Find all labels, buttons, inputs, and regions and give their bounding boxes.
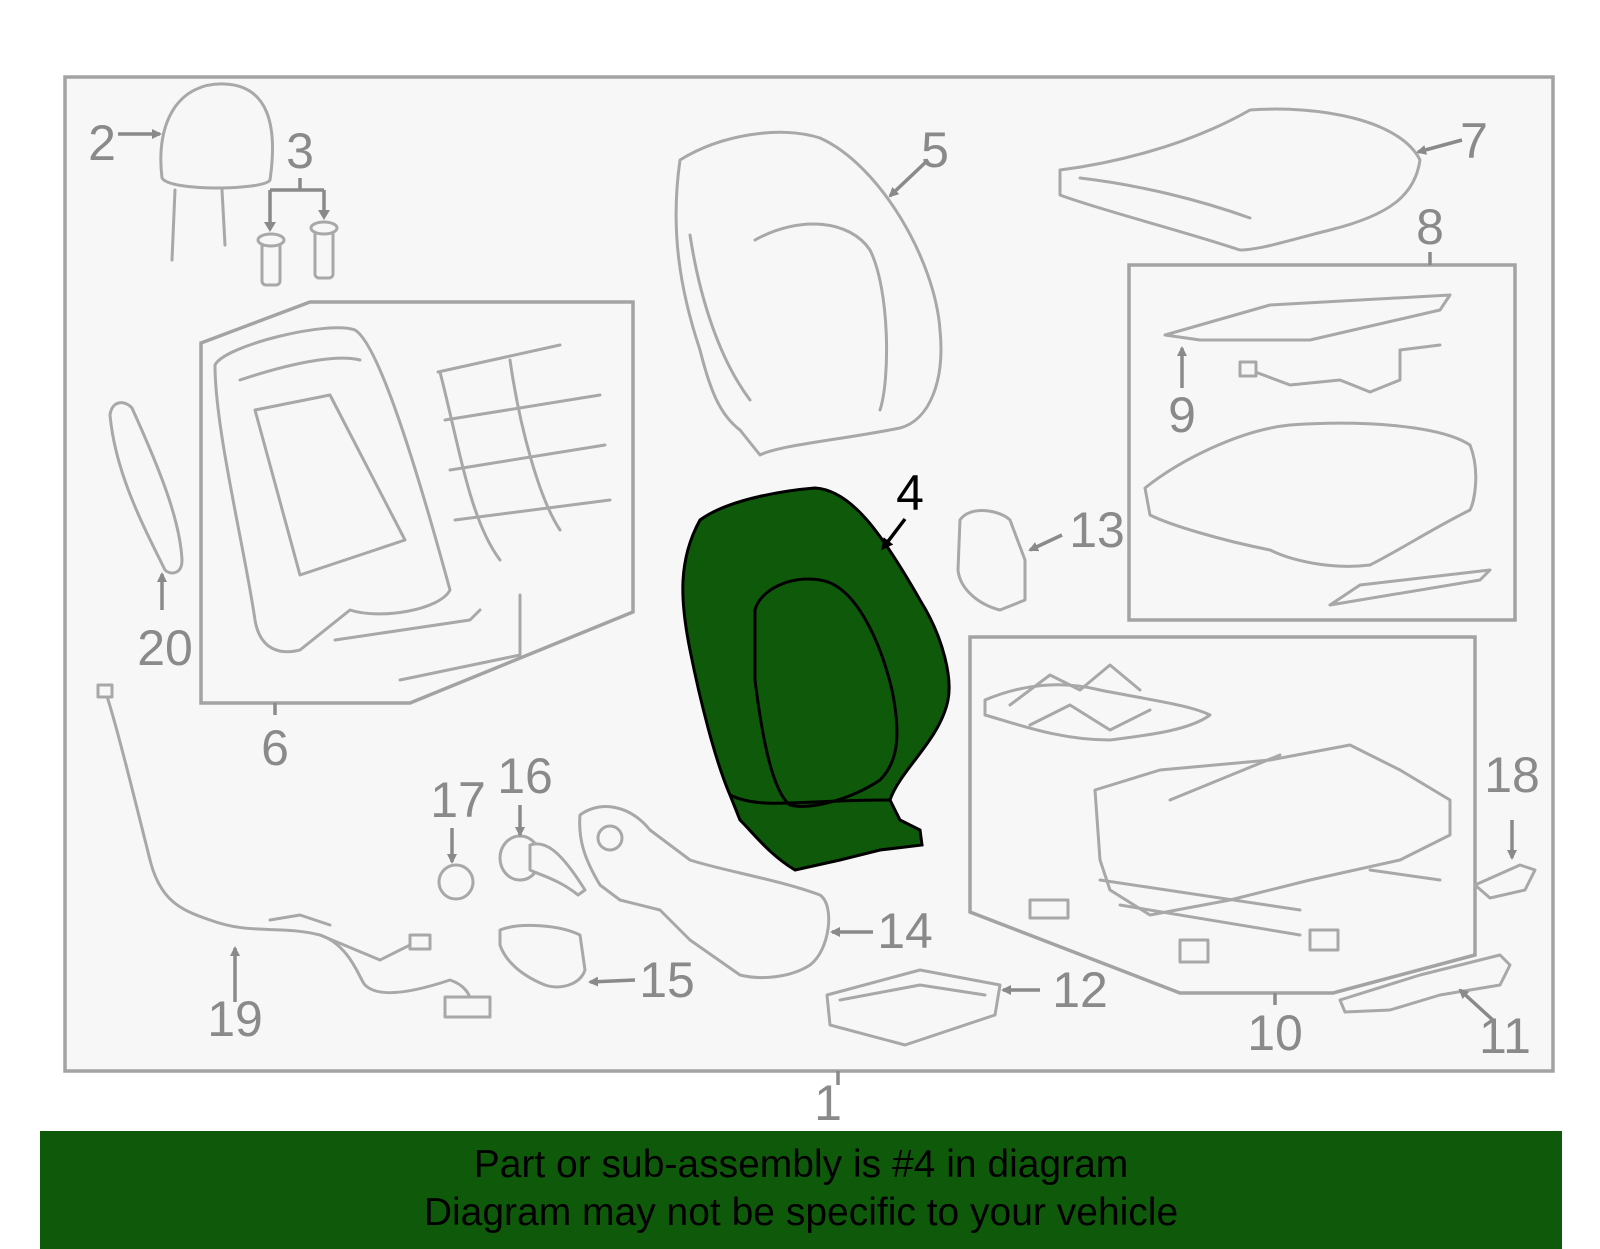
bracket-part-11 <box>1338 953 1512 1014</box>
callout-16: 16 <box>497 748 553 804</box>
callout-3: 3 <box>286 123 314 179</box>
leader-13 <box>1028 533 1063 552</box>
callout-7: 7 <box>1460 113 1488 169</box>
leader-3-arrows <box>264 210 330 232</box>
callout-12: 12 <box>1052 962 1108 1018</box>
callout-5: 5 <box>921 122 949 178</box>
group-box-10 <box>968 635 1477 995</box>
seat-back-cover-part-5 <box>674 130 943 457</box>
bracket-part-13 <box>956 509 1027 612</box>
side-panel-part-20 <box>108 401 184 575</box>
callout-18: 18 <box>1484 747 1540 803</box>
leader-4 <box>881 517 907 551</box>
tray-part-12 <box>825 968 1002 1047</box>
seat-cushion-cover-part-7 <box>1058 107 1422 252</box>
banner-line-2: Diagram may not be specific to your vehi… <box>423 1191 1179 1234</box>
seat-cushion-pad-part-8 <box>1143 421 1492 607</box>
callout-14: 14 <box>877 903 933 959</box>
seat-back-frame-part-6 <box>213 326 612 682</box>
seat-adjuster-part-10 <box>983 663 1452 964</box>
leader-7 <box>1416 138 1463 155</box>
leader-3 <box>268 178 326 225</box>
banner-line-1: Part or sub-assembly is #4 in diagram <box>473 1143 1129 1186</box>
callout-11: 11 <box>1479 1008 1531 1064</box>
callout-19: 19 <box>207 991 263 1047</box>
callout-13: 13 <box>1069 502 1125 558</box>
notice-banner: Part or sub-assembly is #4 in diagram Di… <box>40 1131 1562 1249</box>
wiring-harness-part-19 <box>96 683 492 1019</box>
callout-9: 9 <box>1168 387 1196 443</box>
callout-2: 2 <box>88 115 116 171</box>
callout-17: 17 <box>430 772 486 828</box>
callout-1: 1 <box>814 1075 842 1131</box>
callout-6: 6 <box>261 720 289 776</box>
leader-15 <box>588 976 636 987</box>
group-box-8 <box>1127 263 1517 622</box>
sensor-part-9 <box>1163 293 1452 394</box>
leader-5 <box>888 158 930 198</box>
head-restraint-guide-part-3 <box>256 220 339 287</box>
trim-cover-part-15 <box>498 923 587 989</box>
callout-15: 15 <box>639 952 695 1008</box>
callout-4: 4 <box>896 465 924 521</box>
head-restraint-part-2 <box>159 82 274 262</box>
handle-part-18 <box>1473 863 1537 900</box>
callout-8: 8 <box>1416 199 1444 255</box>
seat-back-pad-part-4 <box>681 486 951 872</box>
group-box-6 <box>199 300 635 705</box>
leader-11 <box>1458 988 1497 1024</box>
side-trim-part-14 <box>578 805 831 980</box>
callout-20: 20 <box>137 620 193 676</box>
callout-10: 10 <box>1247 1005 1303 1061</box>
cap-part-17 <box>437 863 475 901</box>
